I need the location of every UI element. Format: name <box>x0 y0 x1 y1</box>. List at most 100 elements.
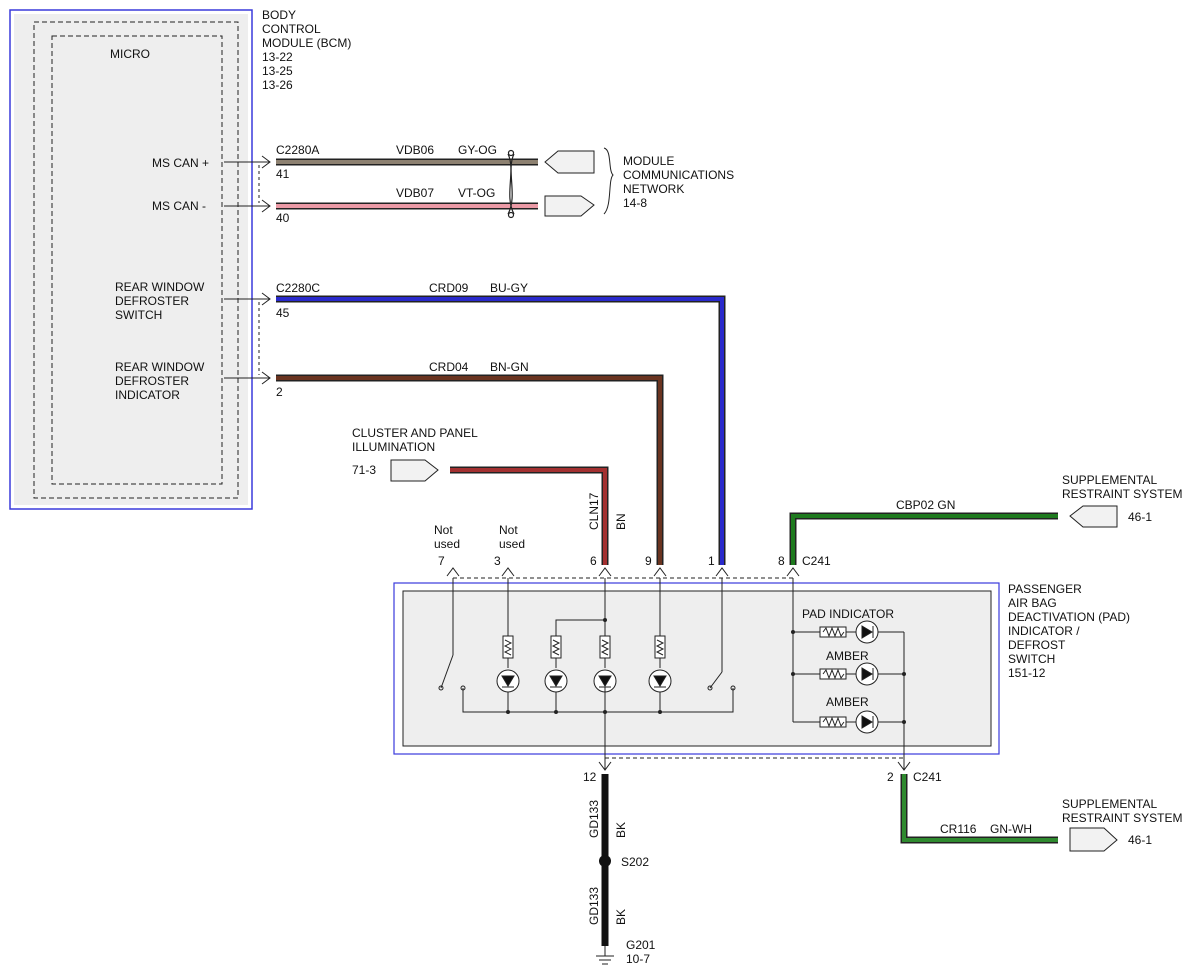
connector-c2280a: C2280A <box>276 143 319 157</box>
wire-cr116 <box>900 774 1058 844</box>
bcm-title: BODY CONTROL MODULE (BCM) 13-22 13-25 13… <box>262 8 351 92</box>
pad-indicator-label: PAD INDICATOR <box>802 607 894 621</box>
wire-cr116-color: GN-WH <box>990 822 1032 836</box>
srs-top-ref: 46-1 <box>1128 510 1152 524</box>
not-used-7-line-1: Not <box>434 523 453 537</box>
micro-dashed-box <box>51 35 223 485</box>
led-branch-pin6 <box>593 635 617 693</box>
wire-cr116-circuit: CR116 <box>940 822 977 836</box>
network-line-1: MODULE <box>623 154 674 168</box>
pin-2-c241: 2 <box>887 770 894 784</box>
wire-cbp02-fill <box>791 514 1058 565</box>
wire-vdb07-color: VT-OG <box>458 186 495 200</box>
network-line-2: COMMUNICATIONS <box>623 168 734 182</box>
ground-g201: G201 <box>626 938 656 952</box>
twisted-pair-symbol <box>507 149 515 219</box>
pin-3: 3 <box>494 554 501 568</box>
not-used-3-line-1: Not <box>499 523 518 537</box>
wire-crd04 <box>276 374 664 565</box>
pin-6: 6 <box>590 554 597 568</box>
pad-title-line-3: DEACTIVATION (PAD) <box>1008 610 1130 624</box>
bcm-dashed-outer <box>33 21 239 499</box>
ms-can-plus-label: MS CAN + <box>152 156 209 170</box>
led-branch-pin3 <box>496 635 520 712</box>
srs-top-line-1: SUPPLEMENTAL <box>1062 473 1157 487</box>
srs-bottom-ref: 46-1 <box>1128 833 1152 847</box>
rwd-indicator-line-3: INDICATOR <box>115 388 180 402</box>
bcm-terminals <box>252 155 271 385</box>
rwd-switch-line-2: DEFROSTER <box>115 294 189 308</box>
network-line-3: NETWORK <box>623 182 684 196</box>
ms-can-minus-label: MS CAN - <box>152 199 206 213</box>
wire-cln17-fill <box>450 468 607 565</box>
rwd-switch-line-3: SWITCH <box>115 308 162 322</box>
pad-switch-module: PAD INDICATOR AMBER AMBER <box>393 578 1000 770</box>
led-branch-a <box>544 635 568 712</box>
wire-crd09 <box>276 295 726 565</box>
wire-crd04-fill <box>276 376 662 565</box>
c241-bottom-terminals <box>598 687 911 771</box>
pad-title-line-7: 151-12 <box>1008 666 1046 680</box>
wire-cbp02-label: CBP02 GN <box>896 498 955 512</box>
pin-1: 1 <box>708 554 715 568</box>
srs-bottom-line-1: SUPPLEMENTAL <box>1062 797 1157 811</box>
pad-title-line-6: SWITCH <box>1008 652 1055 666</box>
wire-vdb06-color: GY-OG <box>458 143 497 157</box>
wire-gd133-top-color: BK <box>614 822 628 838</box>
ground-icon <box>596 946 614 965</box>
switch-pin7-icon <box>438 654 466 691</box>
wire-crd04-color: BN-GN <box>490 360 529 374</box>
network-connectors <box>544 150 595 217</box>
network-line-4: 14-8 <box>623 196 647 210</box>
pad-title-line-5: DEFROST <box>1008 638 1066 652</box>
c241-top-terminals <box>446 567 800 579</box>
pad-inner-box <box>402 590 992 747</box>
wire-gd133-bottom-color: BK <box>614 909 628 925</box>
wire-cr116-fill <box>902 774 1058 842</box>
wire-crd04-circuit: CRD04 <box>429 360 469 374</box>
network-brace-icon <box>603 147 614 215</box>
connector-c2280c: C2280C <box>276 281 320 295</box>
wire-gd133-bottom-circuit: GD133 <box>587 887 601 925</box>
pad-title-line-2: AIR BAG <box>1008 596 1057 610</box>
srs-bottom-connector <box>1069 827 1118 852</box>
cluster-ref: 71-3 <box>352 463 376 477</box>
ground-ref: 10-7 <box>626 952 650 966</box>
micro-label: MICRO <box>110 47 150 61</box>
bcm-title-line-2: CONTROL <box>262 22 321 36</box>
pad-title-line-1: PASSENGER <box>1008 582 1082 596</box>
pin-12: 12 <box>583 770 597 784</box>
connector-c241-bottom: C241 <box>913 770 942 784</box>
pin-45: 45 <box>276 306 290 320</box>
led-branch-pin9 <box>648 635 672 712</box>
wire-cbp02 <box>789 512 1058 565</box>
wire-vdb07-circuit: VDB07 <box>396 186 434 200</box>
pad-title: PASSENGER AIR BAG DEACTIVATION (PAD) IND… <box>1008 582 1130 680</box>
pin-8: 8 <box>778 554 785 568</box>
wire-cln17-circuit: CLN17 <box>587 492 601 530</box>
rwd-indicator-line-2: DEFROSTER <box>115 374 189 388</box>
pin-2-bcm: 2 <box>276 385 283 399</box>
bcm-module: MICRO MS CAN + MS CAN - REAR WINDOW DEFR… <box>9 9 253 510</box>
cluster-connector <box>390 459 439 482</box>
cluster-line-1: CLUSTER AND PANEL <box>352 426 478 440</box>
wire-cln17 <box>450 466 609 565</box>
pin-7: 7 <box>438 554 445 568</box>
not-used-7-line-2: used <box>434 537 460 551</box>
pad-title-line-4: INDICATOR / <box>1008 624 1080 638</box>
bcm-inner-box <box>14 14 248 505</box>
bcm-title-line-6: 13-26 <box>262 78 293 92</box>
wire-crd09-circuit: CRD09 <box>429 281 469 295</box>
srs-top-connector <box>1069 505 1118 528</box>
wire-gd133-top-circuit: GD133 <box>587 800 601 838</box>
wire-cln17-color: BN <box>614 513 628 530</box>
splice-s202-label: S202 <box>621 855 649 869</box>
pin-9: 9 <box>645 554 652 568</box>
splice-s202 <box>599 855 611 867</box>
bcm-title-line-4: 13-22 <box>262 50 293 64</box>
connector-c241-top: C241 <box>802 554 831 568</box>
amber-label-2: AMBER <box>826 695 869 709</box>
srs-top-line-2: RESTRAINT SYSTEM <box>1062 487 1182 501</box>
wire-crd09-fill <box>276 297 724 565</box>
